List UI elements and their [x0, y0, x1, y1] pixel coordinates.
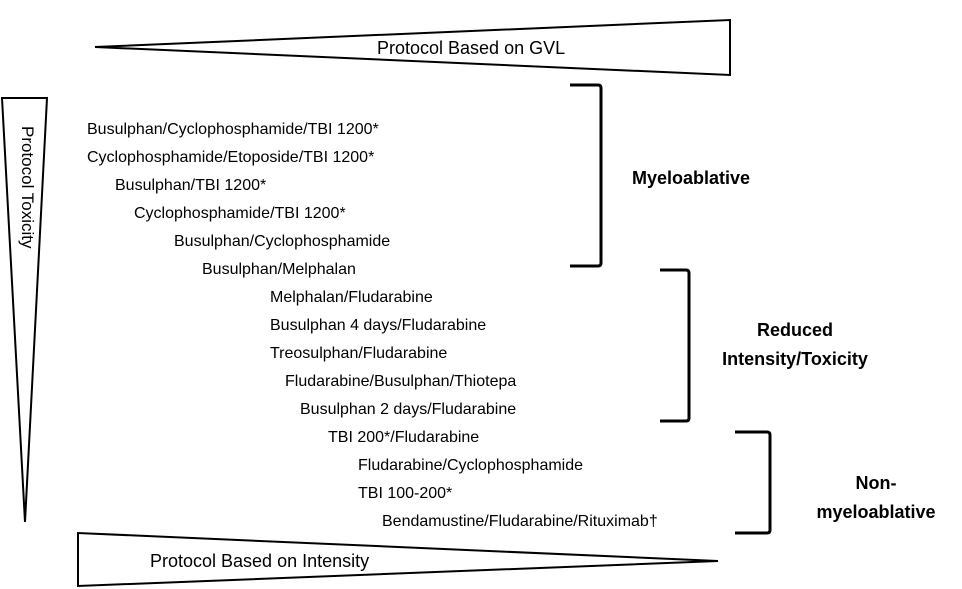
reduced-intensity-label: Reduced Intensity/Toxicity	[705, 316, 885, 374]
nonmyeloablative-label-line1: Non-	[855, 473, 897, 493]
regimen-item: TBI 200*/Fludarabine	[328, 429, 480, 446]
myeloablative-bracket	[570, 83, 603, 268]
reduced-intensity-label-line2: Intensity/Toxicity	[722, 349, 868, 369]
regimen-item: Busulphan/Melphalan	[202, 261, 356, 278]
regimen-item: Busulphan/Cyclophosphamide	[174, 233, 391, 250]
regimen-item: Fludarabine/Cyclophosphamide	[358, 457, 584, 474]
toxicity-wedge	[0, 97, 49, 523]
regimen-item: Treosulphan/Fludarabine	[270, 345, 448, 362]
gvl-wedge	[94, 18, 731, 77]
regimen-item: TBI 100-200*	[358, 485, 453, 502]
regimen-item: Fludarabine/Busulphan/Thiotepa	[285, 373, 517, 390]
intensity-wedge-label: Protocol Based on Intensity	[150, 551, 370, 571]
regimen-item: Busulphan 4 days/Fludarabine	[270, 317, 487, 334]
regimen-item: Busulphan 2 days/Fludarabine	[300, 401, 517, 418]
regimen-item: Melphalan/Fludarabine	[270, 289, 433, 306]
nonmyeloablative-bracket	[735, 430, 772, 535]
nonmyeloablative-label: Non- myeloablative	[796, 469, 956, 527]
regimen-item: Bendamustine/Fludarabine/Rituximab†	[382, 513, 658, 530]
intensity-wedge	[77, 531, 719, 588]
gvl-wedge-label: Protocol Based on GVL	[377, 38, 566, 58]
regimen-item: Cyclophosphamide/Etoposide/TBI 1200*	[87, 149, 375, 166]
nonmyeloablative-label-line2: myeloablative	[816, 502, 936, 522]
myeloablative-label: Myeloablative	[632, 168, 751, 188]
toxicity-wedge-label: Protocol Toxicity	[18, 126, 37, 249]
regimen-item: Busulphan/TBI 1200*	[115, 177, 267, 194]
reduced-intensity-bracket	[660, 268, 691, 423]
regimen-item: Cyclophosphamide/TBI 1200*	[134, 205, 346, 222]
reduced-intensity-label-line1: Reduced	[756, 320, 834, 340]
regimen-item: Busulphan/Cyclophosphamide/TBI 1200*	[87, 121, 379, 138]
